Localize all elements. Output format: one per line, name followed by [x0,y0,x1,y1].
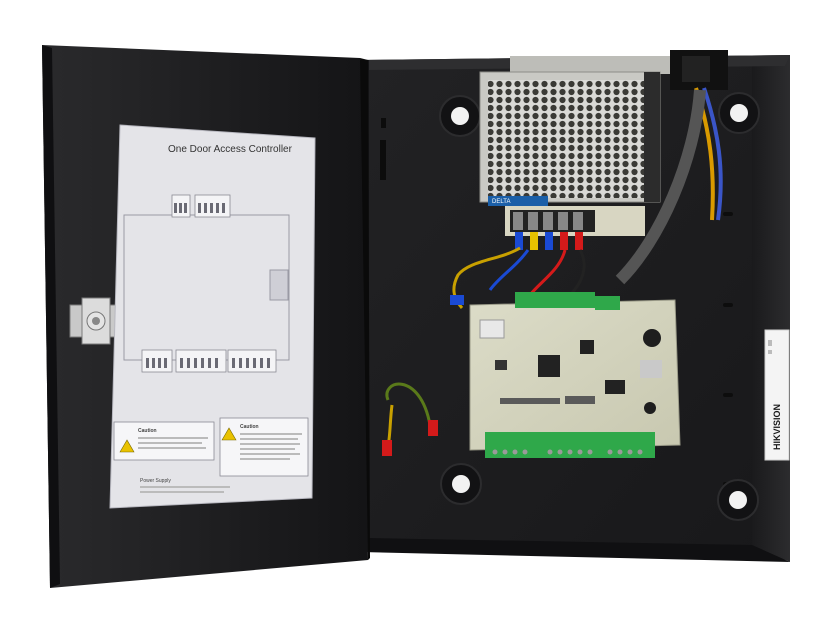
psu-terminal-block [510,210,595,232]
psu-brand: DELTA [492,199,510,205]
mounting-hole-bottom-left [440,463,482,505]
wiring-diagram-label: One Door Access Controller Caution [109,124,316,509]
label-title: One Door Access Controller [168,144,293,155]
mounting-hole-top-left [439,95,481,137]
caution-box-left: Caution [113,421,215,461]
mounting-hole-bottom-right [717,479,759,521]
power-supply-heading: Power Supply [140,478,171,484]
mounting-hole-top-right [718,92,760,134]
side-label-brand: HIKVISION [772,404,782,450]
caution-box-right: Caution [219,417,309,477]
power-supply-unit: DELTA [479,56,670,250]
caution-left-heading: Caution [138,428,157,434]
controller-pcb [469,292,681,458]
ac-input-wires [615,50,728,285]
internal-wiring [382,246,586,456]
caution-right-heading: Caution [240,424,259,430]
door-latch [69,297,128,345]
side-label: HIKVISION [764,329,790,461]
